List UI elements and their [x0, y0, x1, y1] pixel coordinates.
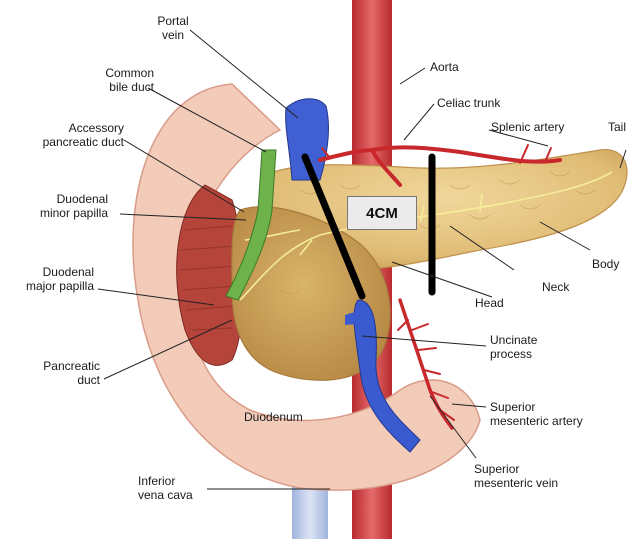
measurement-text: 4CM: [366, 205, 398, 222]
label-celiac-trunk: Celiac trunk: [437, 96, 500, 110]
label-body: Body: [592, 257, 619, 271]
label-head: Head: [475, 296, 504, 310]
label-tail: Tail: [608, 120, 626, 134]
label-splenic-artery: Splenic artery: [491, 120, 564, 134]
label-duodenum: Duodenum: [244, 410, 303, 424]
measurement-label-box: 4CM: [347, 196, 417, 230]
label-aorta: Aorta: [430, 60, 459, 74]
label-neck: Neck: [542, 280, 569, 294]
